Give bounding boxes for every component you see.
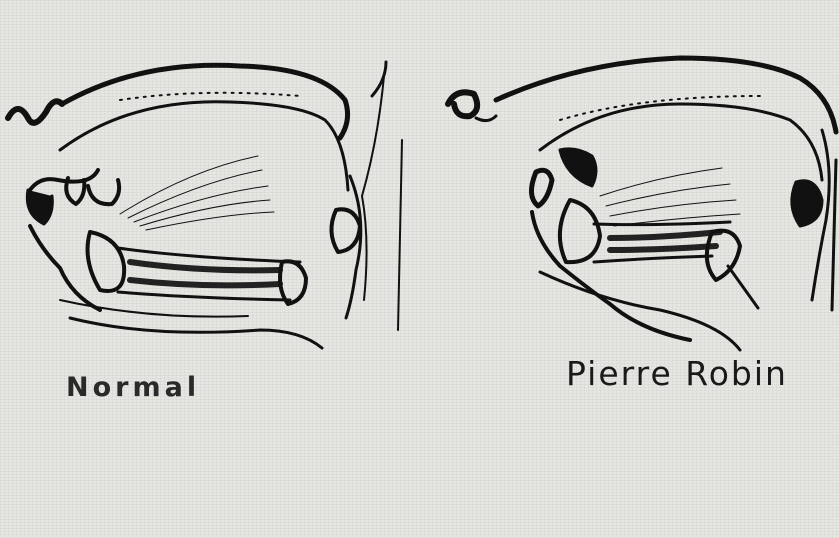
normal-caption: Normal [66, 372, 200, 403]
normal-airway-drawing [8, 62, 386, 348]
pierre-robin-airway-drawing [448, 58, 836, 350]
panel-divider [398, 140, 402, 330]
pierre-robin-caption: Pierre Robin [566, 354, 788, 393]
